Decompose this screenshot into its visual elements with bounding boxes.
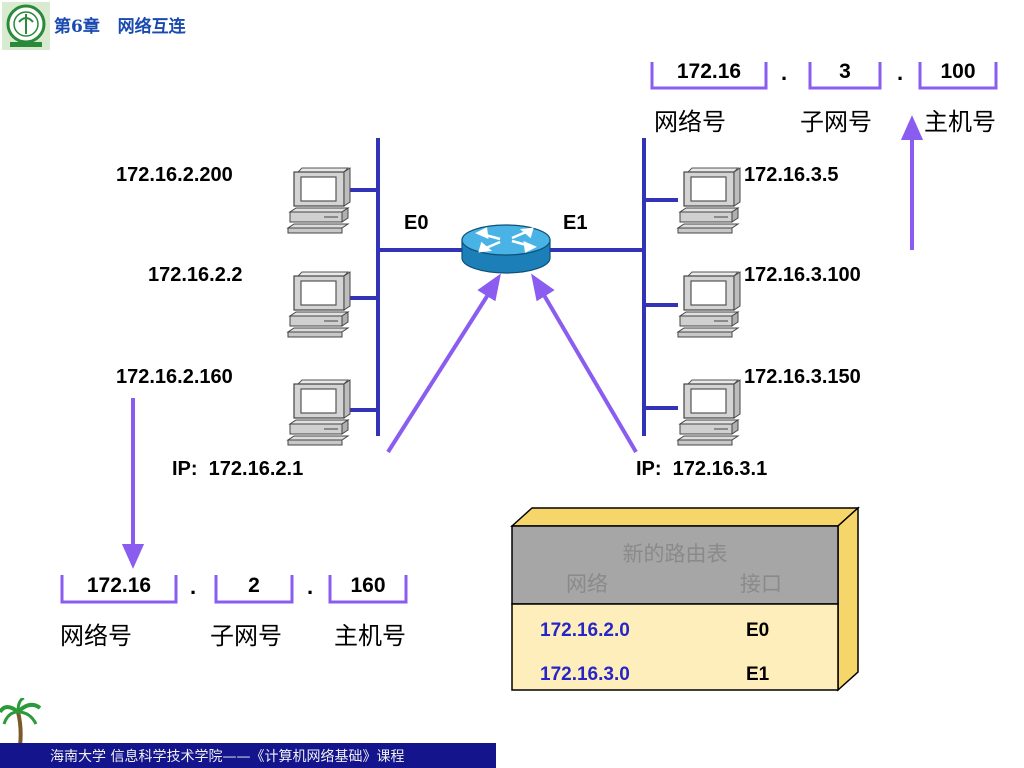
host-part: 100: [940, 60, 976, 83]
pc-icon: [287, 379, 351, 446]
routing-table-col-network: 网络: [566, 572, 608, 596]
pc-icon: [287, 167, 351, 234]
pc-icon: [287, 271, 351, 338]
network-part: 172.16: [86, 574, 152, 597]
host-part: 160: [350, 574, 386, 597]
routing-table-box: [510, 506, 860, 692]
subnet-part: 2: [248, 574, 260, 597]
interface-e1-label: E1: [563, 212, 588, 234]
arrow-to-e1: [539, 288, 638, 454]
arrow-to-e0: [386, 288, 493, 454]
pc-icon: [677, 379, 741, 446]
routing-table-network-cell: 172.16.3.0: [540, 664, 630, 685]
router-icon: [461, 224, 551, 274]
pc-icon: [677, 271, 741, 338]
host-ip-label: 172.16.3.150: [744, 366, 861, 388]
pc-icon: [677, 167, 741, 234]
chapter-title: 第6章 网络互连: [54, 12, 186, 37]
network-number-label: 网络号: [60, 622, 132, 650]
host-ip-label: 172.16.2.2: [148, 264, 243, 286]
interface-e0-label: E0: [404, 212, 429, 234]
routing-table-col-interface: 接口: [740, 572, 782, 596]
host-ip-label: 172.16.2.200: [116, 164, 233, 186]
e1-ip-label: IP: 172.16.3.1: [636, 458, 768, 480]
palm-tree-icon: [0, 696, 42, 747]
routing-table-network-cell: 172.16.2.0: [540, 620, 630, 641]
e0-ip-label: IP: 172.16.2.1: [172, 458, 304, 480]
footer-bar: [0, 743, 496, 768]
network-part: 172.16: [676, 60, 742, 83]
host-ip-label: 172.16.3.100: [744, 264, 861, 286]
subnet-part: 3: [839, 60, 851, 83]
subnet-number-label: 子网号: [210, 622, 282, 650]
host-ip-label: 172.16.2.160: [116, 366, 233, 388]
chapter-name: 网络互连: [117, 17, 186, 37]
university-logo: [2, 2, 50, 50]
separator-dot: .: [781, 60, 788, 85]
network-number-label: 网络号: [654, 108, 726, 136]
host-number-label: 主机号: [924, 108, 996, 136]
routing-table-interface-cell: E0: [746, 620, 770, 641]
separator-dot: .: [897, 60, 904, 85]
routing-table-title: 新的路由表: [622, 542, 728, 566]
host-number-label: 主机号: [334, 622, 406, 650]
footer-text: 海南大学 信息科学技术学院——《计算机网络基础》课程: [50, 749, 405, 765]
routing-table-interface-cell: E1: [746, 664, 770, 685]
separator-dot: .: [190, 574, 197, 599]
chapter-number: 第6章: [54, 17, 100, 37]
subnet-number-label: 子网号: [800, 108, 872, 136]
separator-dot: .: [307, 574, 314, 599]
host-ip-label: 172.16.3.5: [744, 164, 839, 186]
